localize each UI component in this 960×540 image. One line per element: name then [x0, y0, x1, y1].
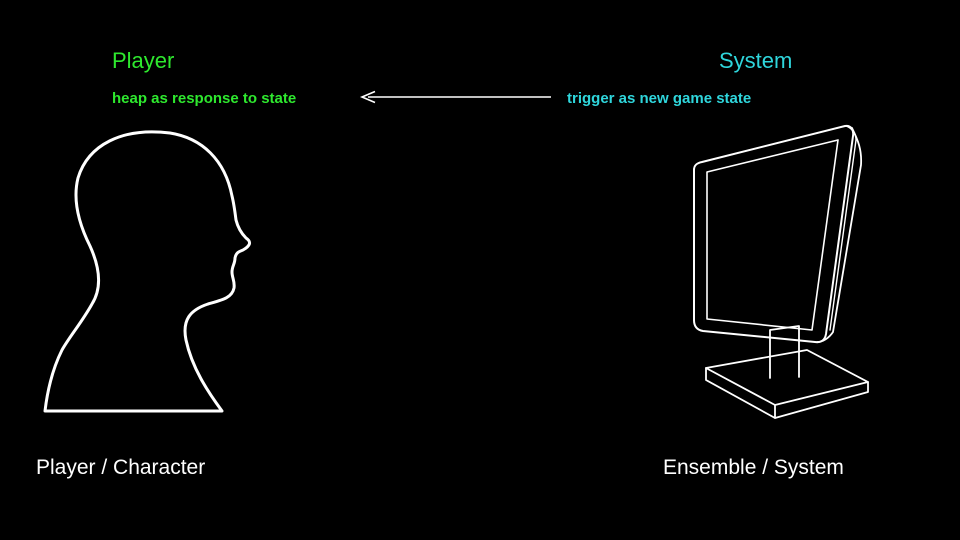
player-caption: Player / Character: [36, 456, 206, 479]
player-subtitle: heap as response to state: [112, 90, 297, 107]
head-silhouette-icon: [43, 130, 252, 413]
system-subtitle: trigger as new game state: [567, 90, 752, 107]
computer-monitor-icon: [693, 124, 869, 419]
system-heading: System: [719, 48, 793, 73]
player-heading: Player: [112, 48, 175, 73]
flow-arrow: [359, 90, 551, 104]
system-caption: Ensemble / System: [663, 456, 844, 479]
